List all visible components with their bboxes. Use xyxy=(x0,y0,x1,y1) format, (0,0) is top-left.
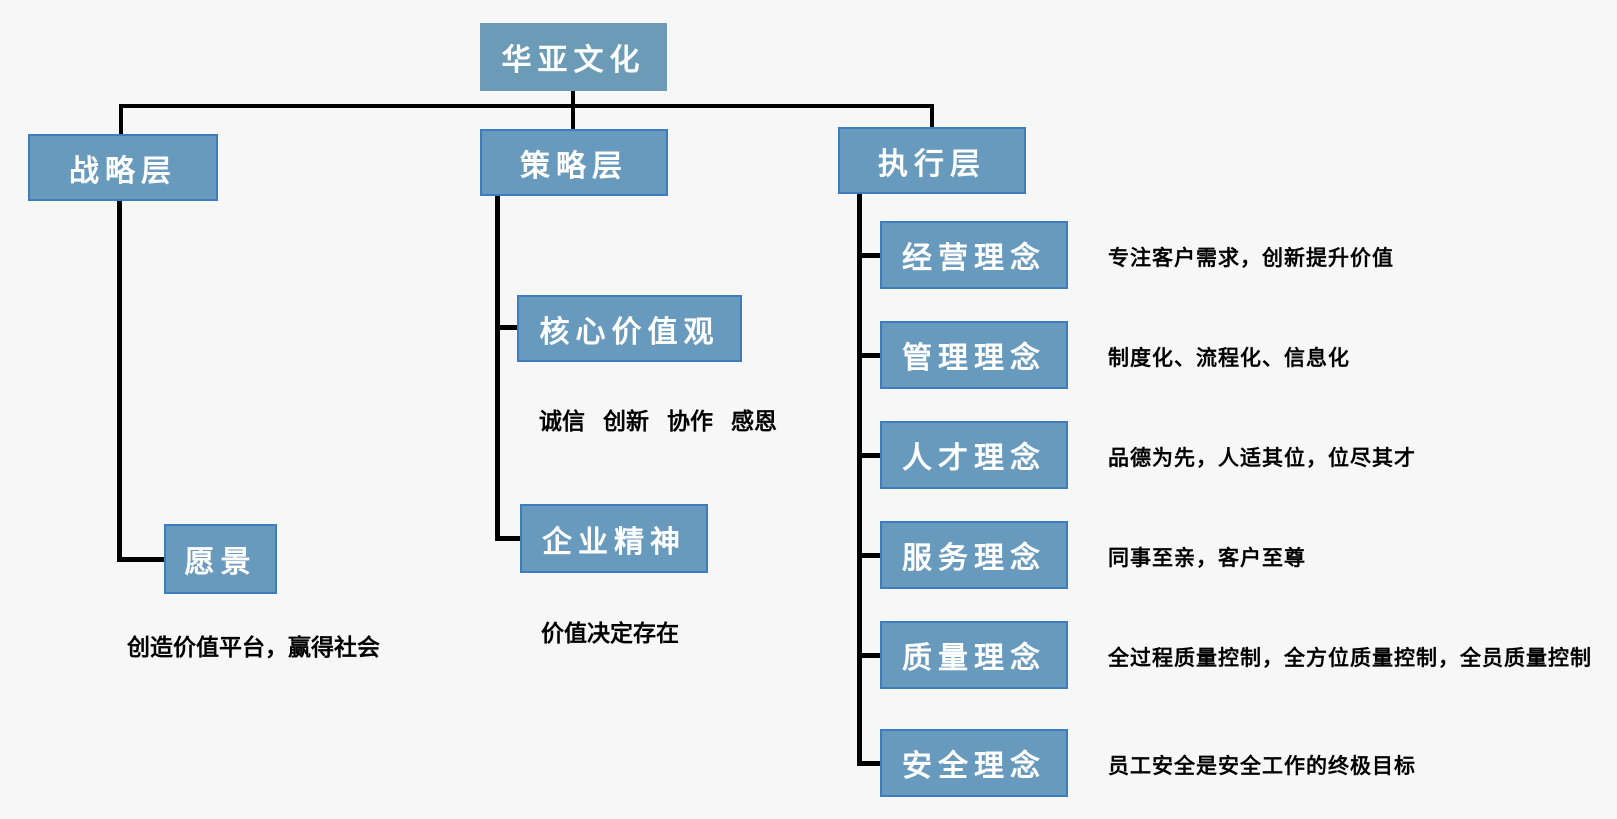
desc-quality-philosophy: 全过程质量控制，全方位质量控制，全员质量控制 xyxy=(1108,646,1592,670)
node-safety-philosophy: 安全理念 xyxy=(880,729,1068,797)
connector-safety-elbow xyxy=(857,761,880,766)
node-enterprise-spirit: 企业精神 xyxy=(520,504,708,573)
node-tactics-layer: 策略层 xyxy=(480,129,668,196)
connector-quality-elbow xyxy=(857,653,880,658)
connector-top-horizontal xyxy=(119,104,934,108)
connector-business-elbow xyxy=(857,253,880,258)
connector-strategy-vertical xyxy=(117,201,122,562)
node-strategy-layer: 战略层 xyxy=(28,134,218,201)
note-vision: 创造价值平台，赢得社会 xyxy=(127,635,380,661)
connector-strategy-stub xyxy=(119,104,123,134)
node-core-values: 核心价值观 xyxy=(517,295,742,362)
note-core-values: 诚信 创新 协作 感恩 xyxy=(539,409,778,435)
desc-business-philosophy: 专注客户需求，创新提升价值 xyxy=(1108,246,1394,270)
node-service-philosophy: 服务理念 xyxy=(880,521,1068,589)
desc-talent-philosophy: 品德为先，人适其位，位尽其才 xyxy=(1108,446,1416,470)
desc-safety-philosophy: 员工安全是安全工作的终极目标 xyxy=(1108,754,1416,778)
connector-execution-stub xyxy=(930,104,934,127)
node-root-culture: 华亚文化 xyxy=(480,23,667,91)
node-management-philosophy: 管理理念 xyxy=(880,321,1068,389)
connector-root-stub xyxy=(571,91,575,106)
desc-service-philosophy: 同事至亲，客户至尊 xyxy=(1108,546,1306,570)
connector-vision-elbow xyxy=(117,557,164,562)
connector-management-elbow xyxy=(857,353,880,358)
connector-core-values-elbow xyxy=(495,325,517,330)
connector-service-elbow xyxy=(857,553,880,558)
node-quality-philosophy: 质量理念 xyxy=(880,621,1068,689)
connector-tactics-stub xyxy=(571,104,575,129)
node-execution-layer: 执行层 xyxy=(838,127,1026,194)
connector-tactics-vertical xyxy=(495,196,500,541)
desc-management-philosophy: 制度化、流程化、信息化 xyxy=(1108,346,1350,370)
node-vision: 愿景 xyxy=(164,524,277,594)
connector-talent-elbow xyxy=(857,453,880,458)
connector-execution-vertical xyxy=(857,194,862,766)
connector-enterprise-spirit-elbow xyxy=(495,536,520,541)
note-enterprise-spirit: 价值决定存在 xyxy=(541,621,679,647)
node-business-philosophy: 经营理念 xyxy=(880,221,1068,289)
node-talent-philosophy: 人才理念 xyxy=(880,421,1068,489)
